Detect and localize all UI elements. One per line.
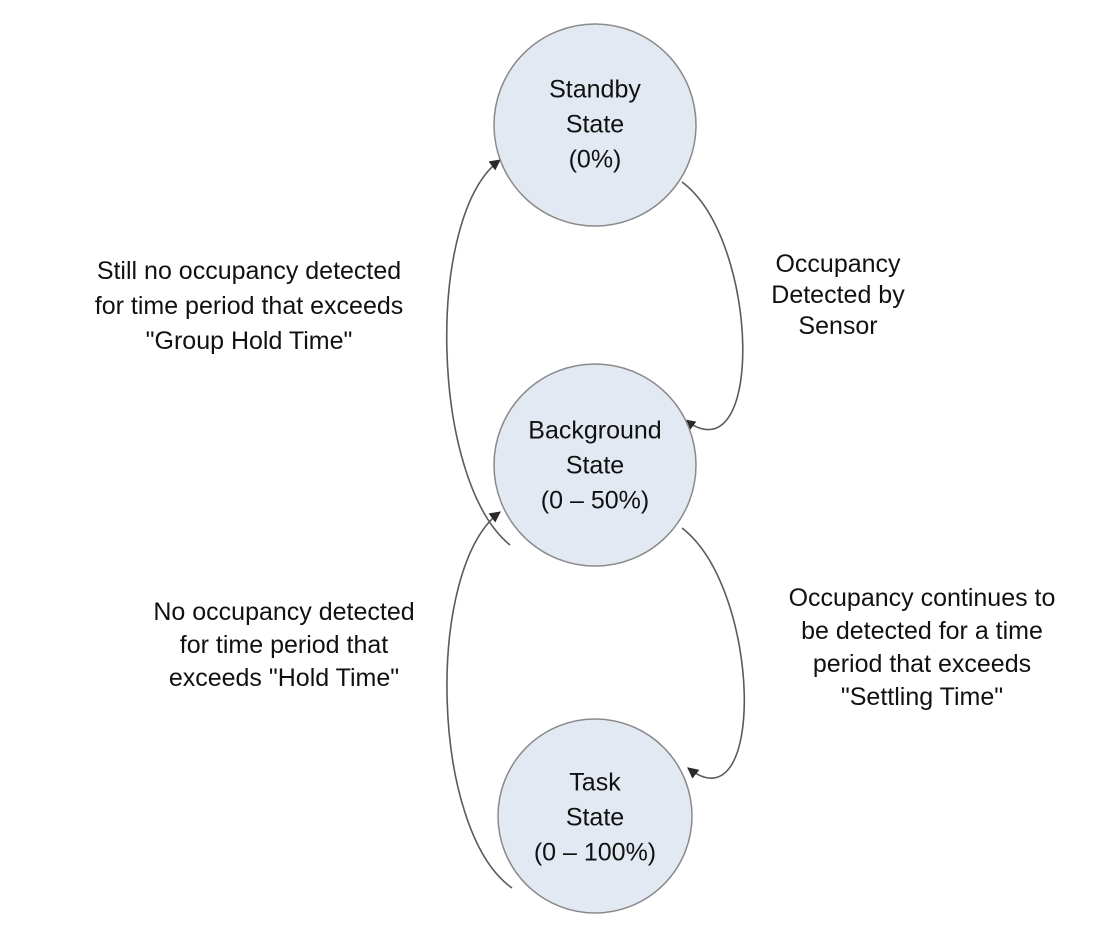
edge-label-background-to-standby: Still no occupancy detected for time per… xyxy=(95,257,404,355)
standby-state-label-line2: State xyxy=(566,111,624,139)
edge-label-line: "Settling Time" xyxy=(841,683,1003,711)
edge-label-line: period that exceeds xyxy=(813,650,1031,678)
task-state-circle[interactable] xyxy=(497,718,693,914)
background-state-label-line2: State xyxy=(566,452,624,480)
edge-label-line: Sensor xyxy=(798,312,877,340)
background-state-label-line3: (0 – 50%) xyxy=(541,487,649,515)
edge-label-line: for time period that exceeds xyxy=(95,292,404,320)
edge-label-line: for time period that xyxy=(180,631,388,659)
edge-label-line: Still no occupancy detected xyxy=(97,257,401,285)
standby-state-label-line3: (0%) xyxy=(569,146,622,174)
background-state-circle[interactable] xyxy=(493,363,697,567)
edge-label-background-to-task: Occupancy continues to be detected for a… xyxy=(789,584,1056,711)
background-state-label-line1: Background xyxy=(528,417,661,445)
edge-task-to-background xyxy=(446,511,513,889)
edge-label-standby-to-background: Occupancy Detected by Sensor xyxy=(771,250,905,340)
edge-label-line: "Group Hold Time" xyxy=(146,327,353,355)
edge-background-to-standby xyxy=(446,159,511,546)
standby-state-circle[interactable] xyxy=(493,23,697,227)
state-node-background[interactable]: Background State (0 – 50%) xyxy=(493,363,697,567)
state-node-task[interactable]: Task State (0 – 100%) xyxy=(497,718,693,914)
state-node-standby[interactable]: Standby State (0%) xyxy=(493,23,697,227)
edge-label-line: Occupancy xyxy=(775,250,901,278)
task-state-label-line3: (0 – 100%) xyxy=(534,839,656,867)
edge-label-line: No occupancy detected xyxy=(153,598,414,626)
edge-label-line: Detected by xyxy=(771,281,905,309)
standby-state-label-line1: Standby xyxy=(549,76,641,104)
edge-label-line: be detected for a time xyxy=(801,617,1043,645)
task-state-label-line2: State xyxy=(566,804,624,832)
edge-label-task-to-background: No occupancy detected for time period th… xyxy=(153,598,414,692)
task-state-label-line1: Task xyxy=(569,769,621,797)
edge-label-line: Occupancy continues to xyxy=(789,584,1056,612)
edge-background-to-task xyxy=(681,527,746,779)
edge-label-line: exceeds "Hold Time" xyxy=(169,664,399,692)
edge-standby-to-background xyxy=(681,181,744,431)
